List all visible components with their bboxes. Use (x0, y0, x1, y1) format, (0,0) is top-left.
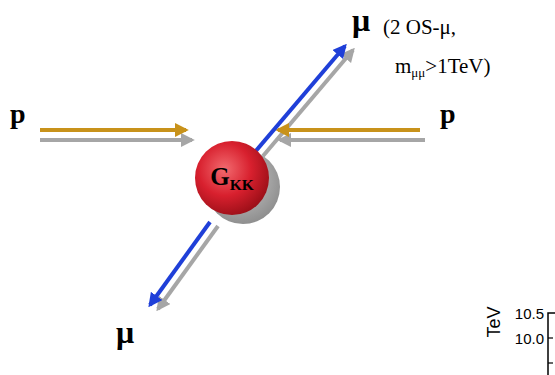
text-run: p (10, 98, 26, 129)
axis-tick (548, 362, 553, 363)
text-run: G (210, 163, 229, 190)
subscript: μμ (411, 65, 425, 80)
axis-title: TeV (484, 306, 505, 337)
proton-arrow (40, 128, 186, 132)
resonance-sphere: GKK (195, 141, 269, 215)
shadow-arrow (158, 226, 218, 309)
muon-arrow (150, 222, 210, 305)
subscript: KK (230, 175, 254, 192)
tick-label: 10.0 (515, 330, 544, 347)
shadow-arrow (263, 50, 353, 156)
proton-label: p (440, 98, 456, 130)
text-run: 10.5 (515, 305, 544, 322)
text-run: TeV (484, 306, 504, 337)
proton-arrow (278, 128, 420, 132)
tick-label: 10.5 (515, 305, 544, 322)
axis-tick (548, 337, 553, 338)
chart-frame (548, 313, 555, 375)
text-run: μ (352, 2, 370, 38)
text-run: 10.0 (515, 330, 544, 347)
sphere (195, 141, 269, 215)
shadow-arrow (280, 138, 425, 142)
muon-label: μ (116, 314, 134, 351)
proton-label: p (10, 98, 26, 130)
muon-label: μ (352, 2, 370, 39)
text-run: >1TeV) (425, 54, 490, 78)
text-run: μ (116, 314, 134, 350)
particle-name: GKK (210, 163, 254, 194)
selection-note: (2 OS-μ, mμμ>1TeV) (383, 8, 533, 86)
muon-arrow (255, 46, 345, 152)
text-run: p (440, 98, 456, 129)
shadow-arrow (40, 138, 192, 142)
